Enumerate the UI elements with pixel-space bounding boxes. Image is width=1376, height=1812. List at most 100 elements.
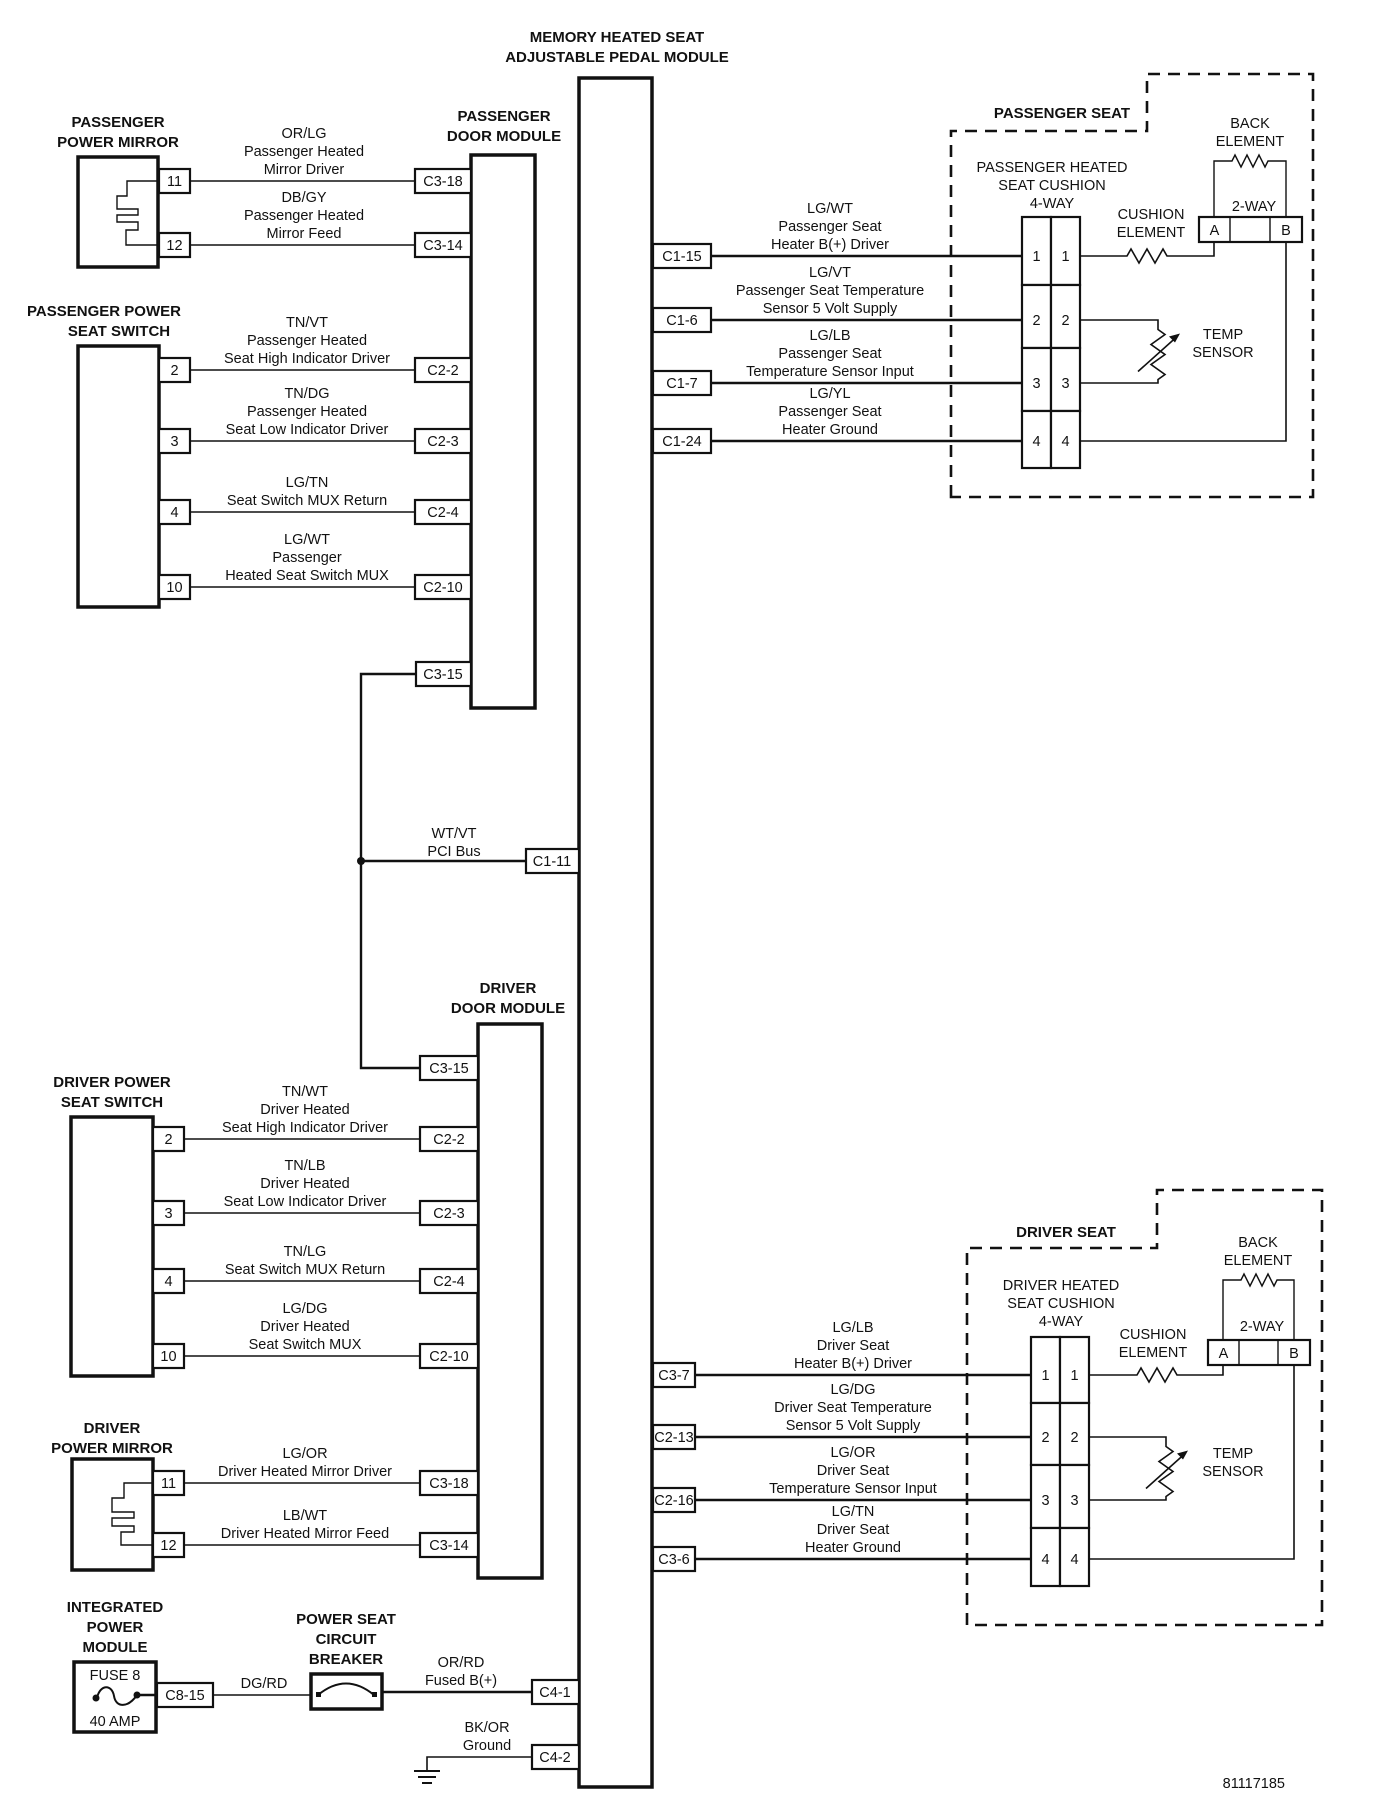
wire-description: Passenger Heated: [244, 144, 364, 160]
driver-door-module: DRIVER DOOR MODULE: [451, 980, 565, 1580]
pin-number: 3: [1070, 1493, 1078, 1509]
connector-label: C3-7: [658, 1368, 689, 1384]
wire-color-code: LG/WT: [807, 201, 853, 217]
driver-seat-label: DRIVER SEAT: [1016, 1224, 1116, 1241]
passenger-door-module: PASSENGER DOOR MODULE: [447, 108, 561, 710]
wire-description: Passenger Heated: [247, 333, 367, 349]
driver-cushion-element-label-1: CUSHION: [1120, 1327, 1187, 1343]
pin-box: [157, 498, 192, 526]
wire-description: Driver Heated: [260, 1102, 349, 1118]
wire-color-code: LB/WT: [283, 1508, 327, 1524]
pin-number: 1: [1070, 1368, 1078, 1384]
wire-description: Heater B(+) Driver: [771, 237, 889, 253]
connector-label: C3-6: [658, 1552, 689, 1568]
driver-door-title-2: DOOR MODULE: [451, 1000, 565, 1017]
wire-description: Passenger Seat: [778, 346, 881, 362]
connector-passenger-c3-15-label: C3-15: [423, 667, 463, 683]
wire-color-code: LG/VT: [809, 265, 851, 281]
passenger-cushion-element-label-1: CUSHION: [1118, 207, 1185, 223]
wire-description: Seat Switch MUX Return: [227, 493, 387, 509]
cavity: [1049, 346, 1082, 413]
thermistor-arrow-icon: [1137, 336, 1177, 373]
passenger-temp-sensor-label-1: TEMP: [1203, 327, 1243, 343]
connector-label: C1-6: [666, 313, 697, 329]
pin-number: 2: [1041, 1430, 1049, 1446]
wire-color-code: LG/OR: [282, 1446, 327, 1462]
cavity: [1049, 283, 1082, 350]
pin-number: 1: [1041, 1368, 1049, 1384]
driver-power-mirror: DRIVER POWER MIRROR: [51, 1420, 173, 1572]
driver-power-seat-switch: DRIVER POWER SEAT SWITCH: [53, 1074, 171, 1378]
power-seat-circuit-breaker: POWER SEAT CIRCUIT BREAKER DG/RD OR/RD F…: [213, 1611, 581, 1711]
driver-temp-sensor-label-2: SENSOR: [1202, 1464, 1263, 1480]
passenger-mirror-title-2: POWER MIRROR: [57, 134, 179, 151]
wire-color-code: LG/OR: [830, 1445, 875, 1461]
wire-description: Seat High Indicator Driver: [222, 1120, 388, 1136]
wire-description: Temperature Sensor Input: [746, 364, 914, 380]
pin-a: A: [1219, 1346, 1229, 1362]
pin-box: [157, 356, 192, 384]
wire-color-code: LG/LB: [809, 328, 850, 344]
connector-label: C1-15: [662, 249, 702, 265]
wire-description: Driver Seat: [817, 1522, 890, 1538]
passenger-back-element-label-1: BACK: [1230, 116, 1270, 132]
driver-cushion-title-1: DRIVER HEATED: [1003, 1278, 1120, 1294]
temp-sensor-thermistor-icon: [1089, 1436, 1175, 1501]
pci-bus-desc: PCI Bus: [427, 844, 480, 860]
passenger-power-mirror: PASSENGER POWER MIRROR: [57, 114, 179, 269]
cavity: [1058, 1335, 1091, 1405]
pin-number: 3: [1041, 1493, 1049, 1509]
cushion-element-resistor-icon: [1080, 242, 1215, 265]
passenger-cushion-title-1: PASSENGER HEATED: [977, 160, 1128, 176]
pin-number: 11: [167, 174, 182, 190]
connector-label: C3-18: [423, 174, 463, 190]
pin-number: 4: [1070, 1552, 1078, 1568]
connector-box: [651, 1545, 697, 1573]
ipm-title-3: MODULE: [83, 1639, 148, 1656]
driver-switch-title-1: DRIVER POWER: [53, 1074, 171, 1091]
breaker-title-2: CIRCUIT: [316, 1631, 377, 1648]
two-way-connector: [1206, 1338, 1312, 1367]
pin-number: 3: [1061, 376, 1069, 392]
fused-wire-color: OR/RD: [438, 1655, 485, 1671]
wire-description: Passenger Seat: [778, 404, 881, 420]
circuit-breaker-icon: [317, 1682, 375, 1696]
fuse-rating: 40 AMP: [90, 1714, 141, 1730]
driver-temp-sensor-label-1: TEMP: [1213, 1446, 1253, 1462]
wire-description: Heater Ground: [805, 1540, 901, 1556]
connector-box: [418, 1267, 480, 1295]
wire-color-code: TN/WT: [282, 1084, 328, 1100]
driver-2way-label: 2-WAY: [1240, 1319, 1285, 1335]
connector-label: C3-14: [429, 1538, 469, 1554]
pin-number: 1: [1032, 249, 1040, 265]
wire-color-code: TN/VT: [286, 315, 328, 331]
wire-color-code: TN/LB: [284, 1158, 325, 1174]
pin-b: B: [1289, 1346, 1299, 1362]
thermistor-arrow-icon: [1145, 1453, 1185, 1490]
wire-description: Temperature Sensor Input: [769, 1481, 937, 1497]
ground-wire: [426, 1756, 532, 1770]
connector-label: C3-14: [423, 238, 463, 254]
thermistor-arrowhead-icon: [1177, 1450, 1188, 1460]
wire-color-code: LG/TN: [286, 475, 329, 491]
wire-color-code: TN/LG: [284, 1244, 327, 1260]
pin-number: 12: [166, 238, 182, 254]
connector-label: C2-2: [427, 363, 458, 379]
pin-number: 2: [170, 363, 178, 379]
fuse-terminal: [92, 1694, 100, 1702]
pin-number: 2: [1032, 313, 1040, 329]
connector-box: [413, 167, 473, 195]
cavity: [1058, 1526, 1091, 1588]
wire-description: Seat Switch MUX: [249, 1337, 362, 1353]
heater-ground-return: [1089, 1365, 1295, 1560]
